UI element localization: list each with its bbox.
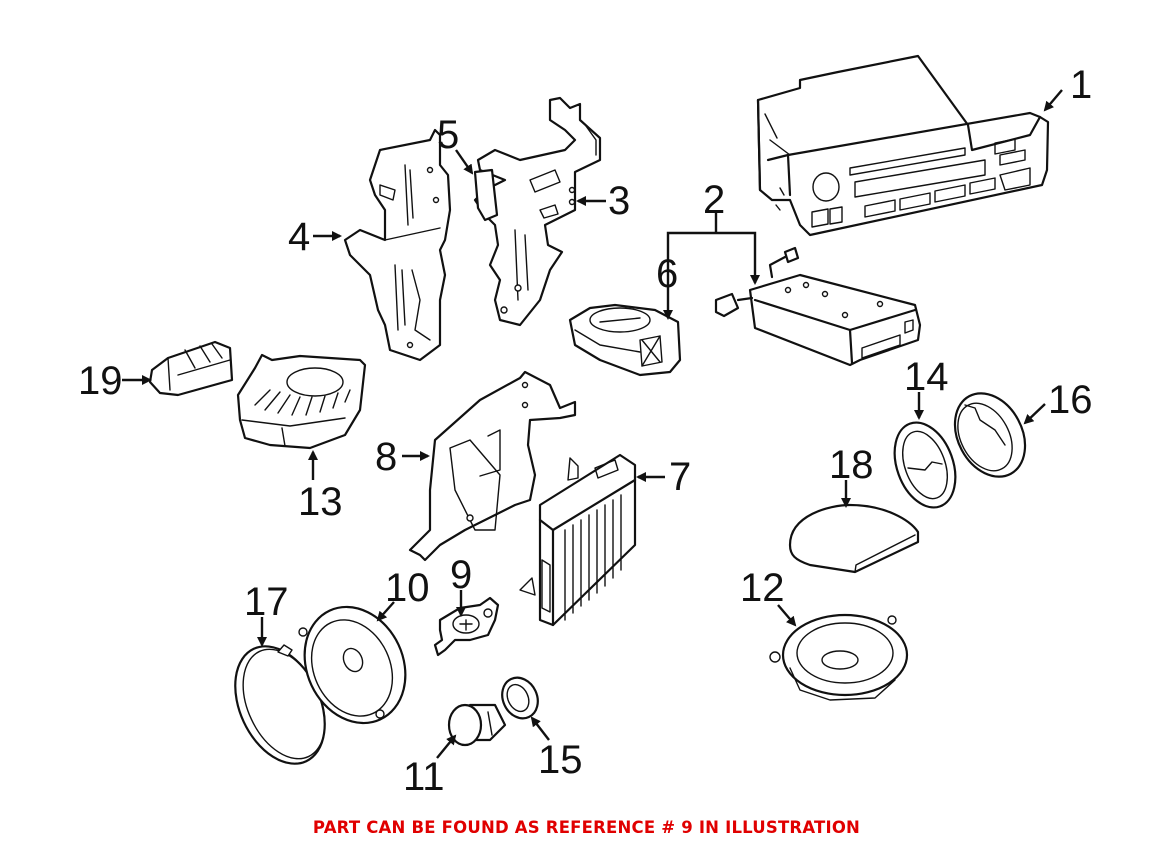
leader-5	[455, 149, 474, 175]
part-amplifier-mount-bracket[interactable]	[408, 370, 577, 562]
callout-13: 13	[298, 480, 343, 524]
callout-11: 11	[403, 755, 445, 799]
leader-15	[530, 716, 550, 741]
callout-14: 14	[904, 355, 949, 399]
part-tweeter-holder[interactable]	[433, 596, 500, 657]
part-door-speaker[interactable]	[286, 590, 424, 739]
part-tweeter-ring[interactable]	[496, 672, 545, 724]
part-subwoofer-enclosure[interactable]	[236, 353, 367, 450]
callout-18: 18	[829, 443, 874, 487]
part-speaker-housing[interactable]	[941, 381, 1039, 489]
callout-labels: 1 2 3 4 5 6 7 8 9 10 11 12 13 14 15 16 1…	[78, 63, 1093, 799]
part-amplifier-box[interactable]	[714, 246, 922, 367]
callout-17: 17	[244, 580, 289, 624]
part-amplifier-module[interactable]	[519, 453, 637, 627]
leader-1	[1043, 89, 1063, 112]
leader-16	[1023, 403, 1046, 425]
callout-3: 3	[608, 179, 630, 223]
callout-2: 2	[703, 178, 725, 222]
reference-note: PART CAN BE FOUND AS REFERENCE # 9 IN IL…	[312, 818, 861, 837]
callout-15: 15	[538, 738, 583, 782]
part-subwoofer-module[interactable]	[568, 303, 682, 377]
leader-10	[376, 601, 395, 622]
part-mounting-bracket-left[interactable]	[343, 128, 452, 362]
callout-8: 8	[375, 435, 397, 479]
callout-19: 19	[78, 359, 123, 403]
callout-6: 6	[656, 252, 678, 296]
part-speaker[interactable]	[769, 613, 909, 701]
leader-lines	[122, 89, 1063, 759]
part-connector-module[interactable]	[148, 340, 234, 397]
part-radio-head-unit[interactable]	[756, 54, 1050, 237]
callout-10: 10	[385, 566, 430, 610]
callout-4: 4	[288, 215, 310, 259]
callout-1: 1	[1070, 63, 1092, 107]
callout-16: 16	[1048, 378, 1093, 422]
callout-5: 5	[437, 113, 459, 157]
callout-7: 7	[669, 455, 691, 499]
leader-11	[436, 734, 457, 759]
leader-2	[666, 231, 760, 290]
part-mounting-bracket-right[interactable]	[473, 96, 602, 327]
callout-12: 12	[740, 566, 785, 610]
part-speaker-adapter-ring[interactable]	[884, 414, 967, 516]
callout-9: 9	[450, 553, 472, 597]
part-speaker-pad[interactable]	[788, 503, 920, 574]
leader-12	[777, 604, 797, 627]
part-tweeter[interactable]	[447, 703, 507, 747]
